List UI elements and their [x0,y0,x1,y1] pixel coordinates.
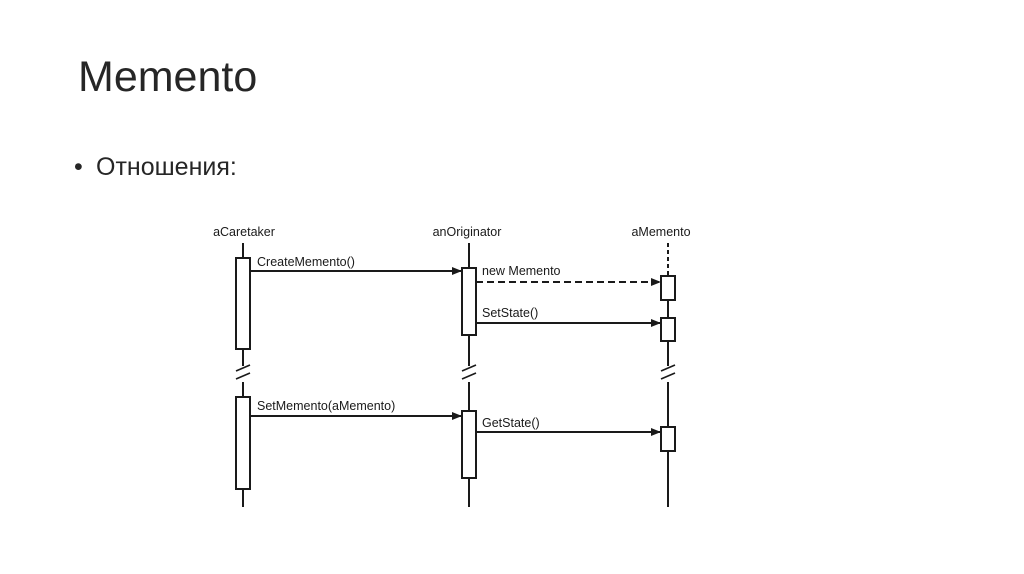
slide-title: Memento [78,53,258,101]
bullet-item: • Отношения: [74,152,237,182]
activation-originator-1 [461,267,477,336]
lifeline-break-memento [660,364,676,380]
bullet-marker: • [74,153,83,181]
activation-memento-2 [660,317,676,342]
message-set-memento-label: SetMemento(aMemento) [257,399,395,413]
activation-memento-3 [660,426,676,452]
message-create-memento-label: CreateMemento() [257,255,355,269]
message-new-memento-label: new Memento [482,264,561,278]
message-set-state-label: SetState() [482,306,538,320]
lifeline-break-originator [461,364,477,380]
bullet-text: Отношения: [96,153,237,181]
activation-caretaker-1 [235,257,251,350]
message-get-state-label: GetState() [482,416,540,430]
lifeline-break-caretaker [235,364,251,380]
participant-caretaker-label: aCaretaker [213,225,275,239]
activation-memento-1 [660,275,676,301]
activation-originator-2 [461,410,477,479]
participant-originator-label: anOriginator [433,225,502,239]
activation-caretaker-2 [235,396,251,490]
participant-memento-label: aMemento [631,225,690,239]
bullet-list: • Отношения: [74,152,237,182]
